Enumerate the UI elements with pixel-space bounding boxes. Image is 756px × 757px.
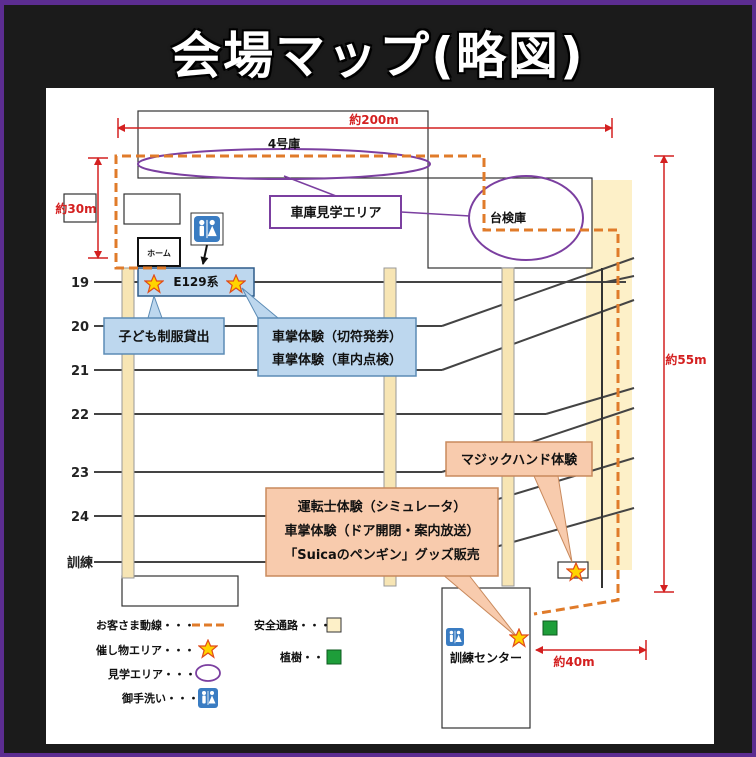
inspection-shed-tour-area: [468, 175, 584, 261]
restroom-icon-training-center: [446, 628, 464, 646]
home-label: ホーム: [147, 249, 171, 258]
tour-connector-right: [400, 211, 471, 217]
dim-bottom-label: 約40m: [553, 654, 594, 669]
bottom-left-building: [121, 575, 239, 607]
conductor-callout: [257, 317, 417, 377]
dim-height-label: 約55m: [665, 352, 706, 367]
depot-tour-callout-text: 車庫見学エリア: [290, 205, 381, 221]
conductor-callout-pointer: [241, 287, 280, 319]
legend-route-label: お客さま動線・・・: [96, 618, 195, 632]
inspection-shed-label: 台検庫: [490, 210, 526, 225]
legend-trees-swatch: [326, 649, 342, 665]
legend-tour-swatch: [195, 664, 221, 682]
tree-near-training-center: [542, 620, 558, 636]
training-center-label: 訓練センター: [450, 650, 522, 665]
track-label-20: 20: [71, 320, 89, 335]
magic-hand-text: マジックハンド体験: [461, 452, 578, 468]
visitor-route: [114, 154, 620, 616]
safe-path-band: [586, 180, 632, 570]
legend-tour-label: 見学エリア・・・: [107, 667, 196, 681]
track-label-22: 22: [71, 408, 89, 423]
legend-restroom-icon: [198, 688, 218, 708]
track-label-21: 21: [71, 364, 89, 379]
conductor-line-2: 車掌体験（車内点検）: [272, 352, 402, 368]
page-title: 会場マップ(略図): [171, 27, 585, 85]
small-building-left: [63, 193, 97, 223]
e129-train-label: E129系: [173, 274, 218, 289]
driver-line-3: 「Suicaのペンギン」グッズ販売: [284, 547, 480, 563]
legend-restroom-label: 御手洗い・・・: [121, 691, 199, 705]
track-label-training: 訓練: [67, 555, 93, 571]
legend-events-label: 催し物エリア・・・: [96, 643, 195, 657]
small-building-mid: [123, 193, 181, 225]
uniform-rental-callout: [103, 317, 225, 355]
venue-map: ホーム 19 20 21 22 23 24 訓練 E129系 4号庫: [46, 88, 714, 744]
legend-safe-path-swatch: [326, 617, 342, 633]
uniform-rental-text: 子ども制服貸出: [118, 329, 209, 345]
legend-star-icon: [198, 639, 218, 658]
inspection-shed-building: [427, 177, 593, 269]
driver-callout: [265, 487, 499, 577]
legend-safe-path-label: 安全通路・・・: [254, 618, 331, 632]
tour-connector-left: [283, 175, 337, 197]
walkway-right: [501, 267, 515, 587]
track-diverge-19: [605, 275, 635, 283]
depot-tour-callout: [269, 195, 402, 229]
restroom-icon: [194, 216, 220, 242]
dim-width-label: 約200m: [349, 112, 399, 127]
uniform-callout-pointer: [147, 294, 163, 319]
depot-4-building: [137, 110, 429, 179]
legend-trees-label: 植樹・・・: [279, 650, 335, 664]
home-platform: [137, 237, 181, 267]
dim-small-height-label: 約30m: [55, 201, 96, 216]
depot-4-label: 4号庫: [268, 136, 300, 151]
map-drawing: ホーム 19 20 21 22 23 24 訓練 E129系 4号庫: [55, 110, 707, 729]
track-label-23: 23: [71, 466, 89, 481]
driver-line-1: 運転士体験（シミュレータ）: [298, 499, 467, 515]
restroom-arrow: [200, 244, 209, 265]
magic-hand-callout: [445, 441, 593, 477]
walkway-left: [121, 267, 135, 579]
magic-hand-pointer: [533, 475, 573, 563]
legend: お客さま動線・・・ 催し物エリア・・・ 見学エリア・・・ 御手洗い・・・ 安全通…: [96, 617, 342, 708]
track-label-24: 24: [71, 510, 89, 525]
depot-tour-area: [137, 148, 431, 180]
conductor-line-1: 車掌体験（切符発券）: [272, 329, 402, 345]
track-label-19: 19: [71, 276, 89, 291]
driver-line-2: 車掌体験（ドア開閉・案内放送）: [284, 523, 479, 539]
